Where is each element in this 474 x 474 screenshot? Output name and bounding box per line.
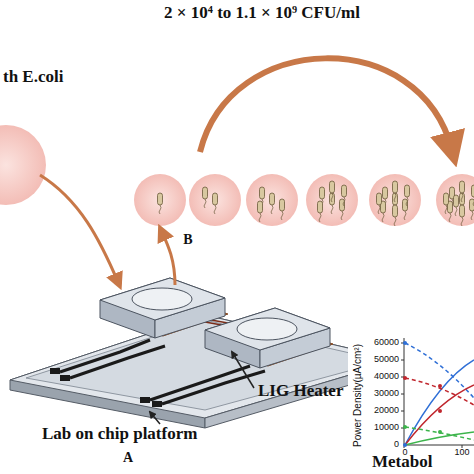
sample-arrow: [162, 232, 175, 285]
power-density-chart: [348, 330, 474, 474]
panel-letter: A: [123, 450, 133, 465]
concentration-circles: [134, 174, 474, 226]
concentration-range: 2 × 10⁴ to 1.1 × 10⁹ CFU/ml: [164, 4, 360, 23]
part-label: Lab on chip platform: [42, 425, 197, 444]
tick-label: 50000: [374, 355, 399, 365]
tick-label: 10000: [374, 423, 399, 433]
tick-label: 0: [394, 440, 399, 450]
tick-label: 30000: [374, 389, 399, 399]
tick-label: 100: [454, 448, 469, 458]
tick-label: 60000: [374, 338, 399, 348]
leader-arrow: [232, 352, 254, 388]
growth-arrow: [200, 58, 452, 152]
sample-arrow: [40, 175, 118, 282]
axis-title: Metabol: [372, 453, 432, 472]
part-label: LIG Heater: [258, 382, 343, 401]
culture-circle: [0, 125, 46, 205]
axis-title: Power Density(µA/cm²): [352, 344, 363, 447]
bacteria: [158, 181, 474, 226]
chip-platform: [10, 278, 400, 428]
panel-letter: B: [183, 232, 192, 247]
leader-arrow: [150, 412, 160, 424]
sample-label: th E.coli: [3, 68, 63, 87]
tick-label: 40000: [374, 372, 399, 382]
tick-label: 20000: [374, 406, 399, 416]
